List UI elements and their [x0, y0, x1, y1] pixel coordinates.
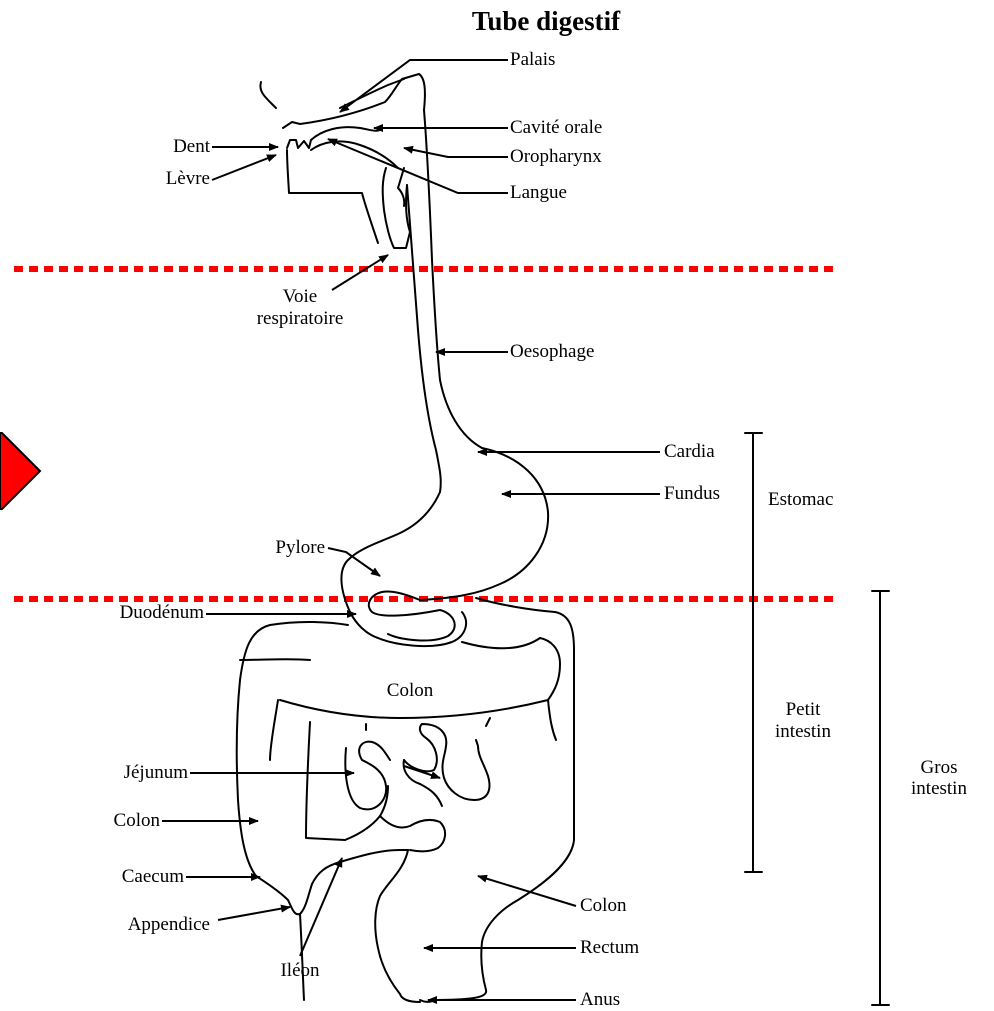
label-gros: Gros	[894, 757, 984, 778]
label-anus: Anus	[580, 989, 620, 1010]
label-petit: Petit	[758, 699, 848, 720]
label-duodenum: Duodénum	[60, 602, 204, 623]
esophagus-outline	[407, 110, 482, 492]
label-cavite-orale: Cavité orale	[510, 117, 602, 138]
label-respiratoire: respiratoire	[240, 308, 360, 329]
red-arrow-icon	[0, 433, 40, 509]
duodenum-outline	[378, 598, 574, 840]
label-colon-right: Colon	[580, 895, 626, 916]
label-intestin-petit: intestin	[758, 721, 848, 742]
label-intestin-gros: intestin	[894, 778, 984, 799]
label-colon-left: Colon	[60, 810, 160, 831]
leader-pylore	[328, 548, 380, 576]
bracket-estomac	[745, 433, 762, 872]
label-voie: Voie	[240, 286, 360, 307]
label-estomac: Estomac	[768, 489, 833, 510]
label-palais: Palais	[510, 49, 555, 70]
label-jejunum: Jéjunum	[60, 762, 188, 783]
label-oesophage: Oesophage	[510, 341, 594, 362]
label-oropharynx: Oropharynx	[510, 146, 602, 167]
rectum-outline	[375, 840, 574, 1002]
leader-oropharynx	[404, 148, 508, 157]
leader-langue	[328, 139, 508, 193]
label-pylore: Pylore	[200, 537, 325, 558]
label-ileon: Iléon	[250, 960, 350, 981]
label-caecum: Caecum	[60, 866, 184, 887]
label-rectum: Rectum	[580, 937, 639, 958]
label-appendice: Appendice	[60, 914, 210, 935]
leader-levre	[212, 155, 276, 180]
leader-voie	[332, 255, 388, 290]
label-fundus: Fundus	[664, 483, 720, 504]
oral-cavity-outline	[260, 74, 425, 248]
leader-colon-right	[478, 876, 576, 906]
diagram-title: Tube digestif	[0, 6, 994, 37]
leader-appendice	[218, 907, 290, 920]
label-langue: Langue	[510, 182, 567, 203]
label-dent: Dent	[100, 136, 210, 157]
large-intestine-outline	[237, 622, 560, 1000]
label-colon-transverse: Colon	[360, 680, 460, 701]
label-cardia: Cardia	[664, 441, 715, 462]
bracket-gros-intestin	[872, 591, 889, 1005]
label-levre: Lèvre	[100, 168, 210, 189]
stomach-outline	[341, 448, 548, 638]
small-intestine-outline	[306, 718, 490, 851]
